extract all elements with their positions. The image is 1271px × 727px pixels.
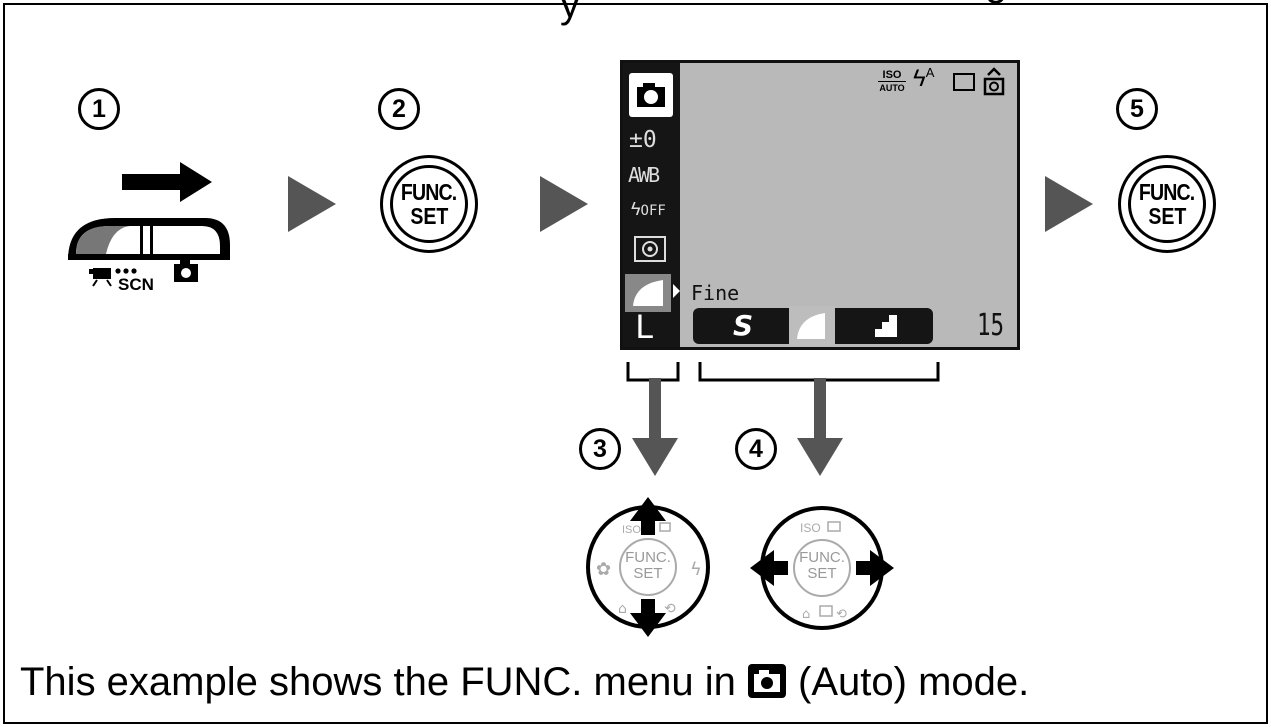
flow-arrow-3: [1045, 176, 1093, 232]
auto-mode-camera-icon: [747, 663, 787, 709]
pad4-func-label: FUNC.: [799, 549, 845, 566]
lcd-option-superfine-icon[interactable]: S: [733, 309, 754, 342]
lcd-single-shot-icon: [953, 73, 975, 91]
lcd-option-fine-icon: [797, 313, 825, 339]
caption: This example shows the FUNC. menu in (Au…: [20, 660, 1029, 709]
lcd-flash-auto-sup: A: [925, 65, 935, 80]
func-set-button-step-2[interactable]: FUNC. SET: [380, 155, 478, 253]
svg-text:⟲: ⟲: [664, 601, 676, 617]
step-5-marker: 5: [1116, 88, 1158, 130]
header-text-fragment: y: [560, 0, 580, 26]
lcd-iso-text: ISO: [878, 69, 906, 82]
lcd-menu-exposure: ±0: [629, 127, 657, 153]
svg-text:ISO: ISO: [622, 524, 641, 536]
lcd-menu-fine-icon: [633, 280, 663, 306]
lcd-menu-awb: AWB: [628, 163, 660, 187]
func-set-button-face: FUNC. SET: [390, 165, 468, 243]
lcd-menu-metering-icon: [634, 236, 666, 262]
svg-text:⟲: ⟲: [836, 607, 847, 622]
svg-text:ISO: ISO: [800, 521, 821, 535]
func-label-5: FUNC.: [1139, 179, 1195, 205]
lcd-menu-size-label: L: [635, 308, 655, 346]
pad3-set-label: SET: [633, 565, 663, 582]
lcd-camera-orientation-icon: [983, 67, 1005, 96]
mode-switch-illustration: [68, 162, 230, 287]
down-arrow-3: [632, 378, 678, 476]
flow-arrow-2: [540, 176, 588, 232]
lcd-menu-submenu-arrow: [673, 284, 680, 298]
lcd-option-normal-icon[interactable]: [873, 313, 899, 339]
step-4-marker: 4: [735, 428, 777, 470]
diagram-frame: [3, 3, 1268, 724]
set-label: SET: [409, 203, 449, 229]
set-label-5: SET: [1147, 203, 1187, 229]
lcd-menu-camera-icon: [629, 73, 673, 117]
flow-arrow-1: [288, 176, 336, 232]
caption-text-before: This example shows the FUNC. menu in: [20, 660, 747, 704]
pad4-set-label: SET: [807, 565, 837, 582]
control-pad-3-center-label: FUNC. SET: [620, 550, 676, 582]
down-arrow-4: [797, 378, 843, 476]
func-label: FUNC.: [401, 179, 457, 205]
lcd-iso-auto-icon: ISO AUTO: [878, 69, 906, 94]
svg-text:⌂: ⌂: [618, 601, 627, 617]
scn-label: SCN: [118, 275, 154, 294]
func-set-button-face-5: FUNC. SET: [1128, 165, 1206, 243]
func-set-button-step-5[interactable]: FUNC. SET: [1118, 155, 1216, 253]
lcd-menu-flash-off-label: OFF: [640, 203, 666, 219]
svg-text:✿: ✿: [596, 559, 611, 580]
step-1-marker: 1: [78, 88, 120, 130]
control-pad-left-right[interactable]: ISO ⌂ ⟲: [748, 498, 896, 638]
lcd-shots-remaining: 15: [977, 308, 1005, 343]
svg-text:⌂: ⌂: [802, 607, 810, 622]
header-text-fragment-g: g: [985, 0, 1007, 5]
pad3-func-label: FUNC.: [625, 549, 671, 566]
control-pad-4-center-label: FUNC. SET: [794, 550, 850, 582]
step-2-marker: 2: [378, 88, 420, 130]
lcd-auto-text: AUTO: [879, 83, 905, 93]
control-pad-up-down[interactable]: ISO ✿ ϟ ⌂ ⟲: [578, 495, 718, 640]
caption-text-after: (Auto) mode.: [786, 660, 1030, 704]
lcd-setting-name: Fine: [691, 281, 740, 305]
lcd-menu-flash-off-icon: ϟOFF: [631, 199, 666, 219]
step-3-marker: 3: [579, 428, 621, 470]
lcd-flash-auto-icon: ϟA: [913, 65, 935, 92]
lcd-screen: ±0 AWB ϟOFF L ISO AUTO ϟA Fine S 15: [620, 60, 1020, 350]
svg-text:ϟ: ϟ: [690, 559, 702, 580]
